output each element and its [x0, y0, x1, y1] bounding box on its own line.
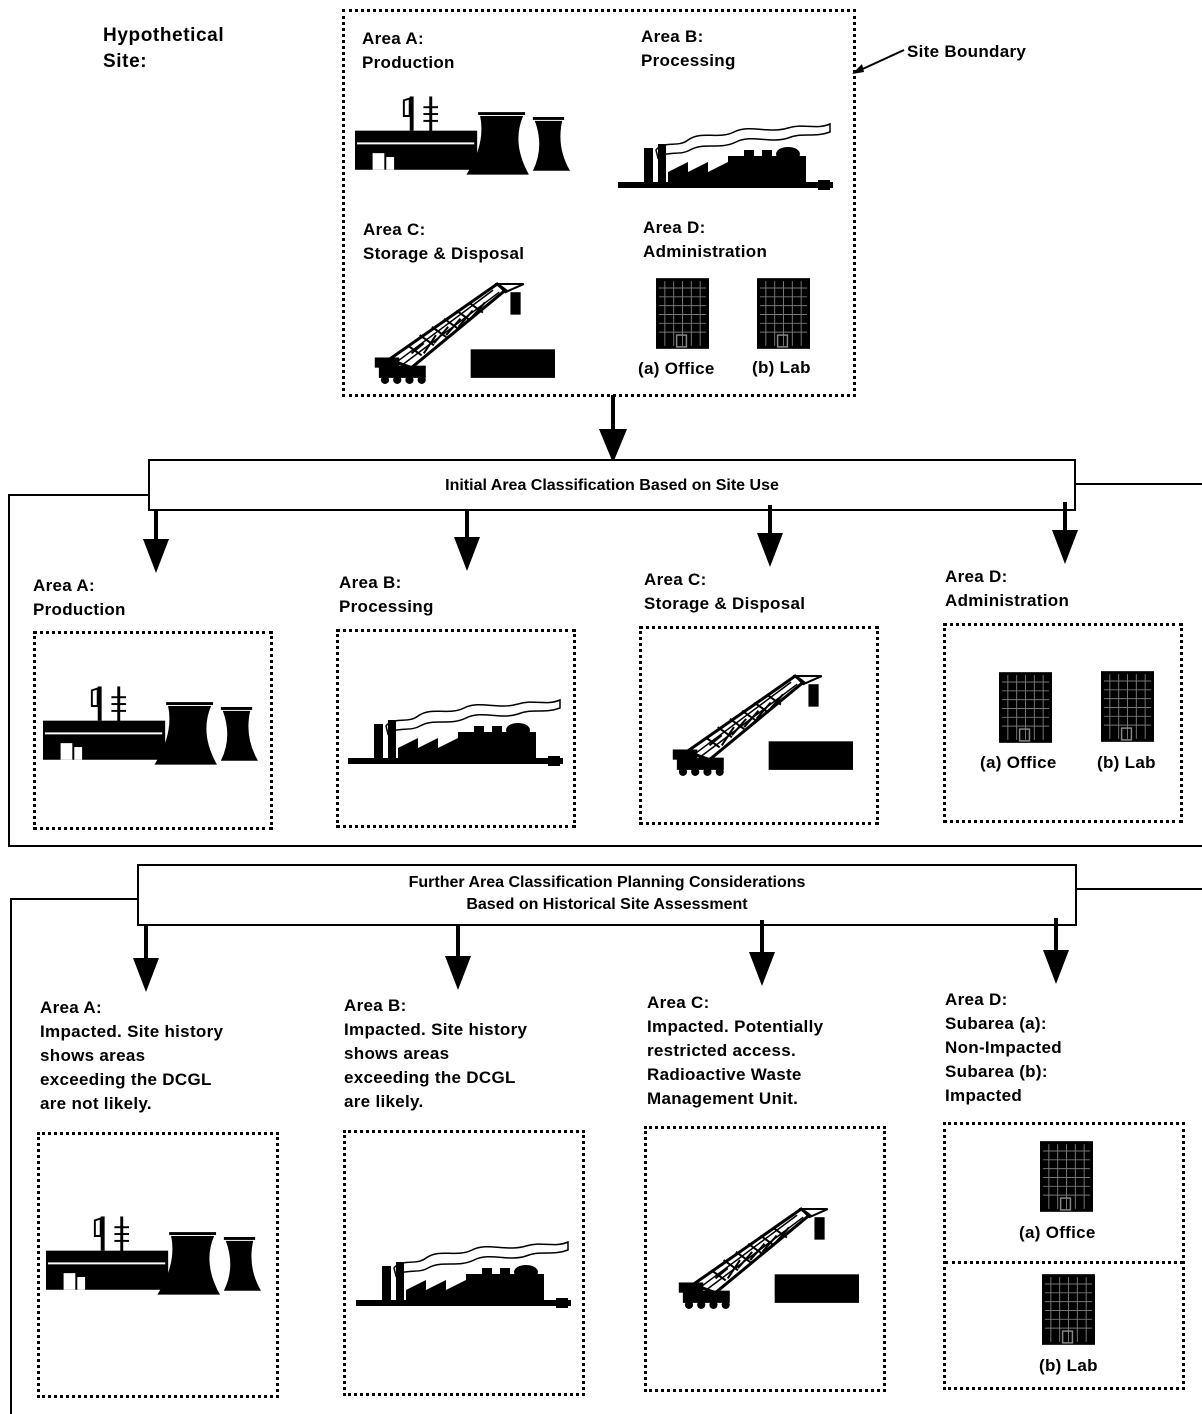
- section-border-bottom: [8, 845, 1202, 847]
- production-plant-icon: [355, 92, 570, 184]
- lab-building-icon: [757, 277, 810, 350]
- initial-area-d-box: [943, 623, 1183, 823]
- down-arrow-icon: [599, 395, 627, 463]
- lab-building-icon: [1101, 670, 1154, 743]
- further-lab-label: (b) Lab: [1039, 1356, 1098, 1375]
- initial-office-label: (a) Office: [980, 753, 1057, 772]
- arrow-b-icon: [454, 509, 480, 571]
- further-banner-line1: Further Area Classification Planning Con…: [408, 874, 806, 891]
- site-office-label: (a) Office: [638, 359, 715, 378]
- site-area-d-label: Area D: Administration: [643, 218, 768, 261]
- subarea-divider: [945, 1261, 1183, 1264]
- section-border-top: [8, 494, 150, 496]
- further-office-label: (a) Office: [1019, 1223, 1096, 1242]
- production-plant-icon: [46, 1212, 261, 1304]
- further-area-a-box: [37, 1132, 279, 1398]
- further-area-b-text: Area B: Impacted. Site history shows are…: [344, 996, 528, 1111]
- processing-factory-icon: [618, 108, 833, 192]
- site-area-b-label: Area B: Processing: [641, 27, 736, 70]
- section2-border-left: [10, 898, 12, 1414]
- initial-area-b-label: Area B: Processing: [339, 573, 434, 616]
- processing-factory-icon: [356, 1226, 571, 1310]
- initial-area-b-box: [336, 629, 576, 828]
- hypothetical-site-heading: Hypothetical Site:: [103, 23, 224, 75]
- initial-banner-text: Initial Area Classification Based on Sit…: [445, 477, 779, 494]
- arrow-d-icon: [1052, 502, 1078, 564]
- arrow-c-icon: [757, 505, 783, 567]
- processing-factory-icon: [348, 684, 563, 768]
- site-boundary-box: [342, 9, 856, 397]
- further-area-d-box: [943, 1122, 1185, 1390]
- initial-lab-label: (b) Lab: [1097, 753, 1156, 772]
- further-classification-banner: Further Area Classification Planning Con…: [137, 864, 1077, 926]
- arrow-c2-icon: [749, 920, 775, 986]
- heading-line1: Hypothetical: [103, 25, 225, 46]
- storage-crane-icon: [370, 282, 555, 384]
- arrow-a-icon: [143, 511, 169, 573]
- lab-building-icon: [1042, 1273, 1095, 1346]
- office-building-icon: [999, 671, 1052, 744]
- initial-area-a-box: [33, 631, 273, 830]
- further-banner-line2: Based on Historical Site Assessment: [466, 896, 748, 913]
- section2-border-top: [10, 898, 138, 900]
- further-area-d-text: Area D: Subarea (a): Non-Impacted Subare…: [945, 990, 1062, 1105]
- site-lab-label: (b) Lab: [752, 358, 811, 377]
- further-area-c-text: Area C: Impacted. Potentially restricted…: [647, 993, 824, 1108]
- site-area-a-label: Area A: Production: [362, 29, 455, 72]
- initial-area-c-box: [639, 626, 879, 825]
- office-building-icon: [1040, 1140, 1093, 1213]
- further-area-a-text: Area A: Impacted. Site history shows are…: [40, 998, 224, 1113]
- office-building-icon: [656, 277, 709, 350]
- storage-crane-icon: [674, 1207, 859, 1309]
- arrow-d2-icon: [1043, 918, 1069, 984]
- further-area-c-box: [644, 1126, 886, 1392]
- section-border-left: [8, 494, 10, 846]
- section2-border-top-right: [1076, 888, 1202, 890]
- section-border-top-right: [1074, 483, 1202, 485]
- initial-area-a-label: Area A: Production: [33, 576, 126, 619]
- arrow-a2-icon: [133, 926, 159, 992]
- heading-line2: Site:: [103, 51, 148, 72]
- initial-area-d-label: Area D: Administration: [945, 567, 1070, 610]
- site-boundary-label: Site Boundary: [907, 42, 1027, 61]
- site-area-c-label: Area C: Storage & Disposal: [363, 220, 525, 263]
- arrow-b2-icon: [445, 926, 471, 990]
- initial-classification-banner: Initial Area Classification Based on Sit…: [148, 459, 1076, 511]
- production-plant-icon: [43, 682, 258, 774]
- initial-area-c-label: Area C: Storage & Disposal: [644, 570, 806, 613]
- site-boundary-pointer: [852, 49, 905, 74]
- further-area-b-box: [343, 1130, 585, 1396]
- storage-crane-icon: [668, 674, 853, 776]
